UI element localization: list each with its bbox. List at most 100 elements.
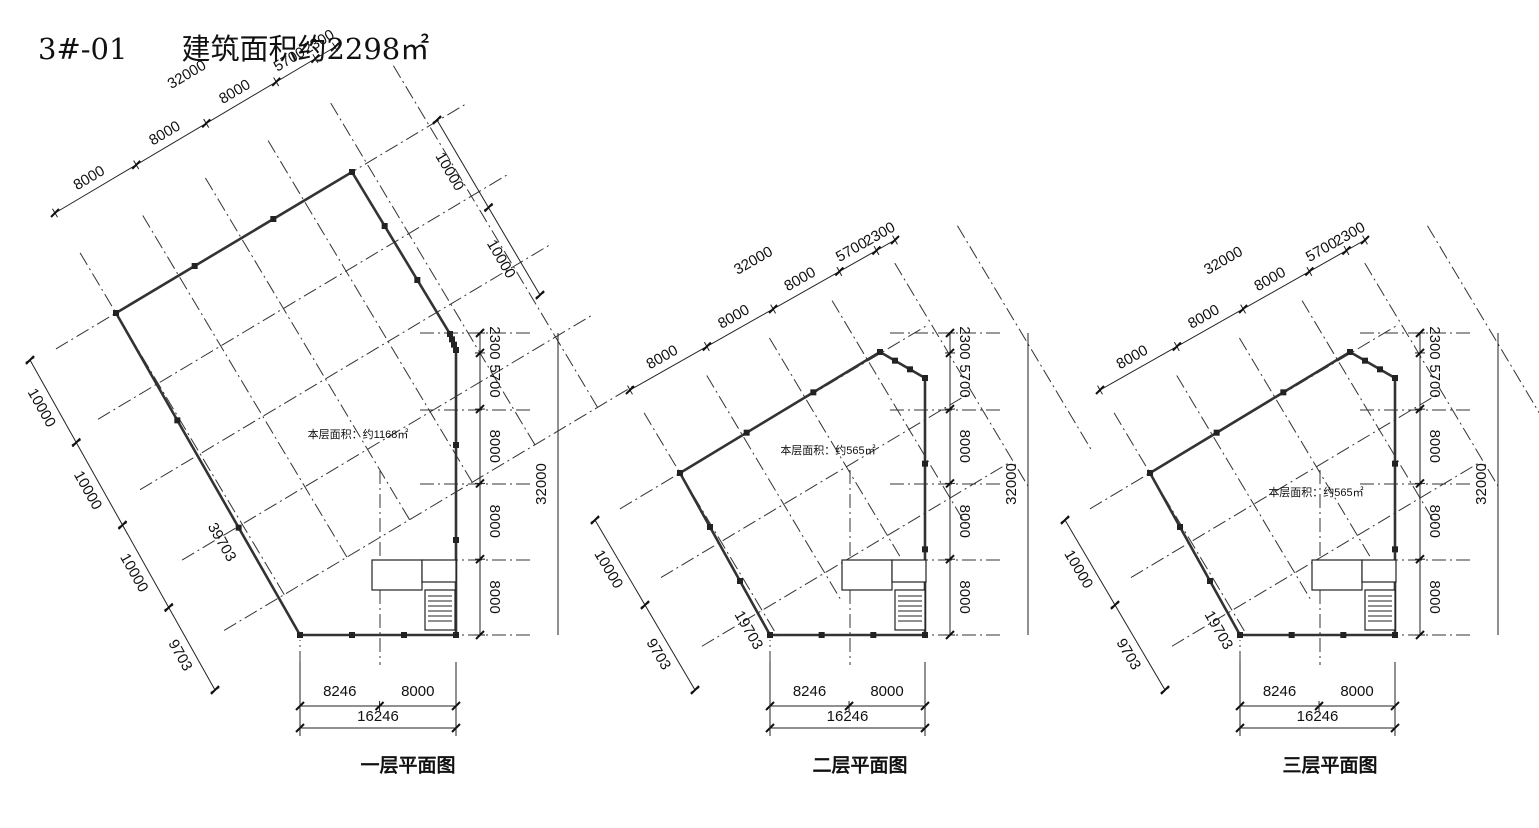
stair-core — [1364, 589, 1396, 631]
column — [1177, 524, 1183, 530]
top-dim-label: 8000 — [216, 76, 253, 108]
elevator-core — [841, 559, 893, 591]
right-dim-tick — [1415, 328, 1425, 338]
top-dim-tick — [1238, 304, 1248, 314]
floor-area-label: 本层面积：约565㎡ — [780, 443, 875, 457]
bottom-dim-tick — [844, 701, 854, 711]
top-total: 32000 — [731, 243, 776, 278]
grid-line — [660, 392, 971, 579]
top-dim-tick — [1095, 385, 1105, 395]
right-dim-label: 8000 — [486, 430, 503, 463]
column — [922, 632, 928, 638]
top-dim-line — [54, 46, 336, 214]
exterior-wall — [678, 350, 927, 637]
right-dim-tick — [475, 348, 485, 358]
top-dim-label: 8000 — [644, 342, 681, 373]
left-dim-tick — [164, 602, 174, 613]
right-dim-label: 8000 — [956, 430, 973, 463]
grid-line — [1130, 392, 1441, 579]
stair-core — [424, 589, 456, 631]
bottom-dim-label: 8246 — [323, 683, 356, 700]
grid-line — [139, 243, 553, 491]
column — [818, 632, 825, 638]
left-dim-tick — [590, 515, 600, 525]
grid-line — [330, 102, 537, 447]
floor-plan-2: 8000800080005700230032000230057008000800… — [590, 219, 1092, 777]
grid-line — [1239, 337, 1374, 562]
top-dim-label: 8000 — [781, 264, 818, 295]
right-dim-label: 2300 — [1426, 326, 1443, 359]
column — [235, 524, 242, 531]
right-dim-label: 8000 — [486, 580, 503, 613]
right-dim-label: 8000 — [486, 505, 503, 538]
top-dim-label: 8000 — [1251, 264, 1288, 295]
bottom-dim-label: 8000 — [1340, 683, 1373, 700]
floor-area-label: 本层面积：约1168㎡ — [308, 427, 409, 441]
column — [401, 632, 407, 638]
right-dim-label: 5700 — [486, 364, 503, 397]
top-dim-line — [1099, 239, 1366, 391]
column — [922, 546, 928, 553]
top-dim-label: 8000 — [715, 301, 752, 332]
column — [877, 349, 883, 355]
left-dim-label: 10000 — [116, 550, 151, 595]
right-dim-label: 8000 — [956, 580, 973, 613]
grid-line — [181, 313, 595, 561]
top-dim-tick — [131, 160, 141, 170]
toilet-core — [1361, 559, 1397, 583]
left-dim-label: 10000 — [1060, 547, 1096, 592]
column — [191, 263, 198, 269]
column — [1362, 357, 1368, 364]
left-total: 39703 — [204, 520, 240, 565]
bottom-total: 16246 — [1297, 708, 1339, 725]
bottom-dim-tick — [1314, 701, 1324, 711]
right-dim-tick — [1415, 404, 1425, 414]
total-area: 建筑面积约2298㎡ — [181, 32, 430, 66]
top-total: 32000 — [165, 57, 210, 93]
top-dim-tick — [50, 208, 60, 218]
column — [743, 429, 750, 436]
column — [922, 375, 928, 381]
left-dim-tick — [210, 685, 220, 695]
left-dim-tick — [25, 355, 35, 365]
right-dim-tick — [1415, 554, 1425, 564]
top-dim-tick — [890, 235, 900, 245]
top-dim-tick — [871, 245, 882, 256]
grid-line — [701, 461, 1012, 647]
left-dim-tick — [640, 600, 650, 610]
exterior-wall — [1148, 350, 1397, 637]
column — [1237, 632, 1243, 638]
right-dim-label: 8000 — [1426, 430, 1443, 463]
column — [297, 632, 303, 638]
grid-line — [1364, 262, 1499, 487]
right-total: 32000 — [1003, 463, 1020, 505]
right-dim-tick — [945, 630, 955, 640]
column — [767, 632, 773, 638]
floor-plan-3: 8000800080005700230032000230057008000800… — [1060, 219, 1539, 777]
right-dim-tick — [475, 404, 485, 414]
top-dim-label: 2300 — [861, 219, 898, 250]
grid-line — [831, 300, 966, 525]
column — [1377, 366, 1383, 373]
top-dim-tick — [834, 266, 845, 277]
column — [677, 470, 683, 476]
grid-line — [79, 252, 286, 597]
left-dim-tick — [690, 685, 700, 695]
column — [449, 336, 455, 343]
grid-line — [223, 383, 637, 631]
grid-line — [1171, 461, 1482, 647]
floor-plan-1: 8000800080005700230032000230057008000800… — [24, 26, 637, 777]
right-total: 32000 — [533, 463, 550, 505]
column — [1213, 429, 1220, 436]
project-code: 3#-01 — [38, 32, 128, 66]
grid-line — [769, 337, 904, 562]
left-dim-tick — [1160, 685, 1170, 695]
column — [1392, 375, 1398, 381]
bottom-dim-label: 8000 — [401, 683, 434, 700]
column — [1392, 460, 1398, 467]
floor-caption: 三层平面图 — [1282, 755, 1377, 777]
top-dim-tick — [271, 77, 281, 87]
column — [113, 310, 119, 316]
column — [349, 632, 355, 638]
